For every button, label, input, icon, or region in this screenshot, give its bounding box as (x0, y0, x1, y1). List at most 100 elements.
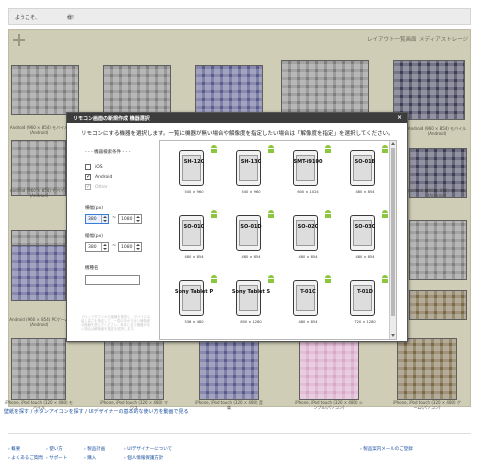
scroll-down-icon[interactable] (391, 334, 395, 337)
footer-link-privacy[interactable]: › 個人情報保護方針 (124, 456, 164, 461)
stepper-arrows-icon[interactable] (101, 215, 108, 223)
dialog-title: リモコン画面の新規作成 機器選択 (73, 116, 150, 122)
ios-checkbox[interactable] (85, 164, 91, 170)
layout-caption: iPhone, iPod touch (320 × 480) 音楽 (195, 400, 263, 410)
device-resolution: 480 × 854 (298, 255, 318, 259)
layout-thumbnail[interactable] (409, 220, 467, 280)
footer-link-overview[interactable]: › 概要 (8, 447, 21, 452)
android-icon (381, 275, 389, 283)
android-icon (324, 145, 332, 153)
footer-link-faq[interactable]: › よくあるご質問 (8, 456, 43, 461)
layout-thumbnail[interactable] (195, 65, 263, 115)
phone-icon (293, 280, 318, 316)
tab-layout-list[interactable]: レイアウト一覧画面 (367, 37, 417, 43)
scroll-up-icon[interactable] (391, 142, 395, 145)
device-name: Sony Tablet P (174, 289, 214, 295)
footer-link-howto[interactable]: › 使い方 (46, 447, 63, 452)
model-name-input[interactable] (85, 275, 140, 285)
add-icon[interactable] (13, 34, 25, 46)
height-max-value: 1080 (121, 245, 133, 250)
android-icon (210, 145, 218, 153)
layout-caption: Android (960 × 854) モバイル(Android) (407, 188, 467, 198)
footer-link-about[interactable]: › UIデザイナーについて (124, 447, 173, 452)
device-name: T-01D (357, 289, 373, 295)
device-select-dialog: リモコン画面の新規作成 機器選択 × リモコンにする機器を選択します。一覧に機器… (66, 112, 408, 342)
layout-thumbnail[interactable] (103, 65, 171, 115)
device-card[interactable]: Sony Tablet P 536 × 480 (166, 275, 222, 325)
footer-link-buy[interactable]: › 購入 (84, 456, 97, 461)
height-max-stepper[interactable]: 1080 (118, 242, 142, 252)
android-icon (267, 145, 275, 153)
phone-icon (350, 150, 375, 186)
layout-thumbnail[interactable] (11, 140, 66, 196)
vertical-scrollbar[interactable] (389, 141, 396, 339)
height-min-value: 380 (88, 245, 97, 250)
device-resolution: 536 × 480 (184, 320, 204, 324)
layout-thumbnail[interactable] (409, 148, 467, 198)
device-resolution: 480 × 854 (355, 190, 375, 194)
range-separator: ~ (112, 243, 117, 249)
layout-caption: Android (960 × 854) モバイル(Android) (9, 188, 69, 198)
device-resolution: 480 × 854 (241, 255, 261, 259)
stepper-arrows-icon[interactable] (134, 243, 141, 251)
layout-thumbnail[interactable] (104, 338, 164, 400)
layout-caption: Android (960 × 854) モバイル(Android) (9, 125, 69, 135)
layout-thumbnail[interactable] (393, 60, 465, 120)
width-max-stepper[interactable]: 1080 (118, 214, 142, 224)
device-resolution: 600 × 1024 (297, 190, 319, 194)
scroll-thumb[interactable] (391, 148, 395, 316)
width-min-stepper[interactable]: 380 (85, 214, 109, 224)
phone-icon (179, 280, 204, 316)
android-checkbox[interactable] (85, 173, 91, 180)
height-label: 縦幅(px) (85, 234, 104, 239)
tab-media-storage[interactable]: メディアストレージ (419, 37, 469, 43)
layout-thumbnail[interactable] (11, 65, 79, 115)
device-card[interactable]: SMT-i9100 600 × 1024 (280, 145, 336, 195)
layout-thumbnail[interactable] (11, 338, 66, 400)
footer-link-plans[interactable]: › 製品計画 (84, 447, 106, 452)
greeting-text: ようこそ、 (15, 15, 41, 21)
model-name-label: 機種名 (85, 266, 99, 271)
device-resolution: 480 × 854 (298, 320, 318, 324)
dialog-instruction: リモコンにする機器を選択します。一覧に機器が無い場合や解像度を指定したい場合は「… (81, 131, 394, 137)
layout-thumbnail[interactable] (409, 290, 467, 320)
device-card[interactable]: T-01C 480 × 854 (280, 275, 336, 325)
device-name: SO-03C (354, 224, 376, 230)
phone-icon (350, 215, 375, 251)
device-resolution: 540 × 960 (241, 190, 261, 194)
height-min-stepper[interactable]: 380 (85, 242, 109, 252)
close-icon[interactable]: × (396, 114, 402, 121)
other-label: Other (95, 185, 108, 190)
resource-links[interactable]: 壁紙を探す / ボタンアイコンを探す / UIデザイナーの基本的な使い方を動画で… (4, 409, 189, 415)
device-name: SMT-i9100 (293, 159, 323, 165)
stepper-arrows-icon[interactable] (134, 215, 141, 223)
layout-thumbnail[interactable] (11, 245, 66, 301)
width-min-value: 380 (88, 217, 97, 222)
other-checkbox[interactable] (85, 183, 91, 190)
phone-icon (293, 150, 318, 186)
layout-thumbnail[interactable] (397, 338, 457, 400)
footer-link-newsletter[interactable]: › 製品案内メールのご登録 (360, 447, 413, 452)
layout-thumbnail[interactable] (281, 60, 369, 118)
layout-caption: iPhone, iPod touch (320 × 480) ゲーム(パソコン) (393, 400, 461, 410)
phone-icon (293, 215, 318, 251)
phone-icon (179, 215, 204, 251)
device-name: T-01C (300, 289, 316, 295)
stepper-arrows-icon[interactable] (101, 243, 108, 251)
layout-caption: iPhone, iPod touch (320 × 480) マウス (100, 400, 168, 410)
layout-thumbnail[interactable] (299, 338, 359, 400)
footer-link-support[interactable]: › サポート (46, 456, 68, 461)
android-icon (267, 210, 275, 218)
layout-thumbnail[interactable] (199, 338, 259, 400)
faded-help-text: ドロップダウンから機器を選択し、デバイスの幅と高さを指定して、一覧の中から近い解… (81, 315, 151, 331)
